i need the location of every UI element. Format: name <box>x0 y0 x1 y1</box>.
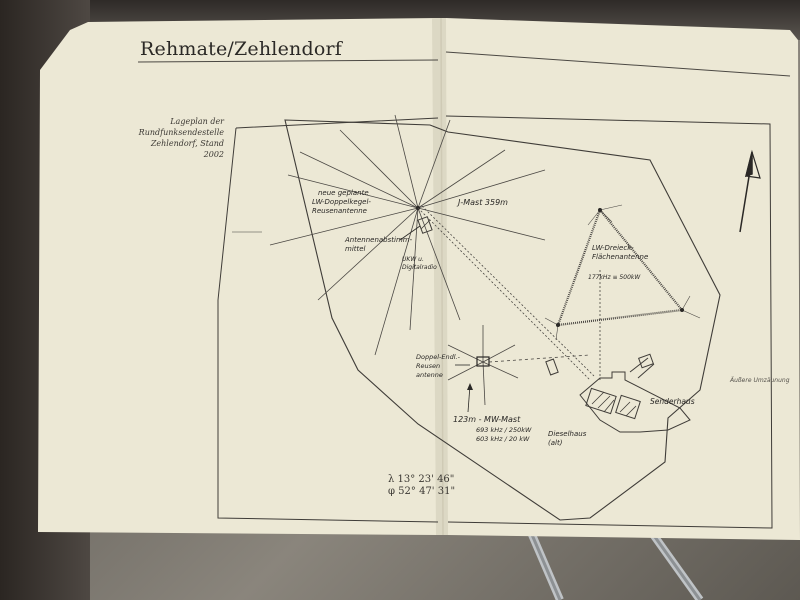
north-arrow <box>739 149 761 233</box>
dreieck-mast-left <box>556 323 560 327</box>
feeder-line-2 <box>421 205 595 377</box>
antennenabstimm-building <box>417 216 433 234</box>
label-mw-freq-1: 693 kHz / 250kW <box>476 426 532 434</box>
label-ukw: UKW u. Digitalradio <box>402 256 437 271</box>
feeder-line-1 <box>417 207 591 381</box>
label-antennenabstimm: Antennenabstimm-mittel <box>345 236 413 253</box>
header-rule-right <box>445 51 791 77</box>
mw-mast-hut <box>476 356 490 367</box>
label-dieselhaus: Dieselhaus (alt) <box>548 430 587 447</box>
label-aussere-umzaeunung: Äußere Umzäunung <box>730 377 790 384</box>
label-doppel-reusen: Doppel-Endl.-Reusen antenne <box>416 353 460 379</box>
page-title: Rehmate/Zehlendorf <box>140 38 342 60</box>
map-caption: Lageplan der Rundfunksendestelle Zehlend… <box>138 117 224 159</box>
label-lw-freq: 177kHz ≡ 500kW <box>588 274 641 281</box>
map-frame <box>217 115 773 529</box>
dreieck-mast-top <box>598 208 602 212</box>
arrow-antennenabstimm <box>399 225 421 241</box>
coordinates-block: λ 13° 23' 46" φ 52° 47' 31" <box>388 474 455 498</box>
label-senderhaus: Senderhaus <box>650 397 695 406</box>
label-j-mast: J-Mast 359m <box>458 198 508 207</box>
antennenabstimm-hatch <box>420 219 431 230</box>
label-doppelkegel-note: neue geplante <box>318 189 369 197</box>
coordinate-lambda: λ 13° 23' 46" <box>388 474 455 485</box>
outer-fence <box>284 119 721 521</box>
senderhaus-hatching <box>591 391 637 417</box>
hatched-hut <box>545 358 559 376</box>
label-mw-freq-2: 603 kHz / 20 kW <box>476 435 530 443</box>
arrow-mw-mast-head <box>467 383 473 390</box>
label-mw-mast: 123m - MW-Mast <box>453 415 521 424</box>
chair-legs <box>526 530 704 600</box>
label-doppelkegel: LW-Doppelkegel-Reusenantenne <box>312 198 371 215</box>
paper-fold-shadow <box>432 18 448 535</box>
header-rule-left <box>137 59 439 63</box>
map-frame-left <box>217 127 237 301</box>
doppelkegel-antenna <box>269 114 546 356</box>
lw-dreieck-antenna <box>544 204 701 341</box>
coordinate-phi: φ 52° 47' 31" <box>388 486 456 497</box>
mw-feeder <box>488 354 591 363</box>
paper-fold-line <box>440 17 444 536</box>
dreieck-mast-right <box>680 308 684 312</box>
paper-sheet <box>38 18 800 540</box>
label-lw-dreieck: LW-Dreieck-Flächenantenne <box>592 244 649 261</box>
